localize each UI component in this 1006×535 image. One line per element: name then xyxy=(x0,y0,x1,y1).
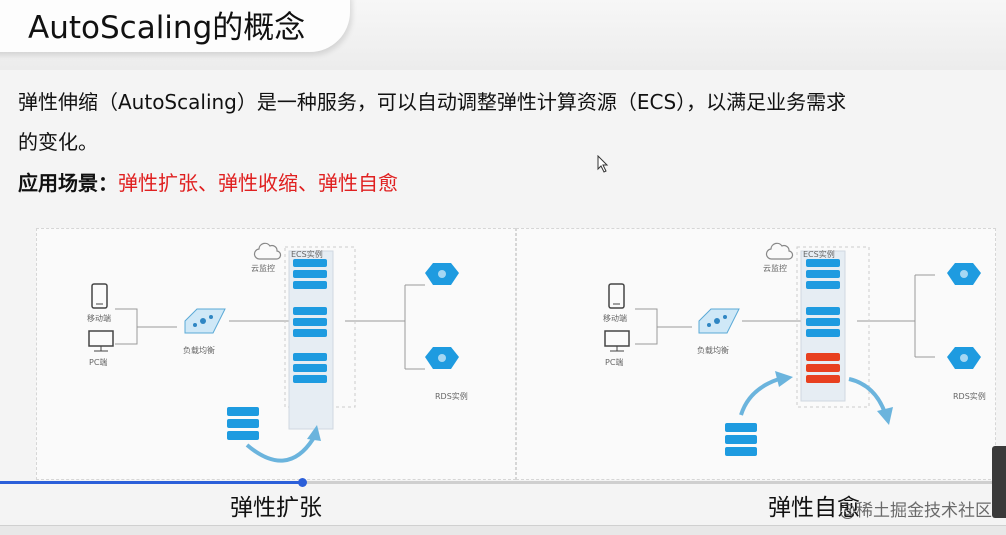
replacement-server-stack xyxy=(725,423,757,456)
scenario: 应用场景：弹性扩张、弹性收缩、弹性自愈 xyxy=(18,165,398,201)
scenario-value: 弹性扩张、弹性收缩、弹性自愈 xyxy=(118,171,398,195)
side-panel-tab[interactable] xyxy=(992,446,1006,518)
load-balancer-icon-2 xyxy=(698,308,740,334)
load-balancer-label: 负载均衡 xyxy=(183,346,215,355)
video-progress-fill xyxy=(0,481,302,484)
mobile-icon-2 xyxy=(608,283,625,309)
slide-title: AutoScaling的概念 xyxy=(28,10,306,46)
rds-label: RDS实例 xyxy=(435,392,468,401)
rds-icon-top xyxy=(425,263,459,285)
mobile-label: 移动端 xyxy=(87,314,111,323)
new-server-stack xyxy=(227,407,259,440)
cloud-monitor-label-2: 云监控 xyxy=(763,264,787,273)
mobile-label-2: 移动端 xyxy=(603,314,627,323)
description-line-2: 的变化。 xyxy=(18,130,98,154)
ecs-servers-2 xyxy=(806,259,840,337)
rds-label-2: RDS实例 xyxy=(953,392,986,401)
watermark: @稀土掘金技术社区 xyxy=(839,501,992,521)
cloud-monitor-icon-2 xyxy=(765,242,794,260)
scenario-label: 应用场景： xyxy=(18,171,118,195)
load-balancer-icon xyxy=(184,308,226,334)
pc-icon-2 xyxy=(604,330,630,352)
mobile-icon xyxy=(91,283,108,309)
rds-icon-bottom-2 xyxy=(947,347,981,369)
video-progress-bar[interactable] xyxy=(0,478,1006,487)
self-healing-diagram: 移动端 PC端 负载均衡 云监控 ECS实例 RDS实例 xyxy=(516,228,996,480)
title-bar: AutoScaling的概念 xyxy=(0,0,1006,70)
cloud-monitor-icon xyxy=(253,242,282,260)
load-balancer-label-2: 负载均衡 xyxy=(697,346,729,355)
caption-self-healing: 弹性自愈 xyxy=(768,495,860,521)
rds-icon-bottom xyxy=(425,347,459,369)
pc-label-2: PC端 xyxy=(605,358,624,367)
pc-label: PC端 xyxy=(89,358,108,367)
replace-in-arrow xyxy=(739,377,780,416)
failed-server xyxy=(806,353,840,383)
ecs-label: ECS实例 xyxy=(291,250,323,259)
caption-scale-out: 弹性扩张 xyxy=(230,495,322,521)
video-progress-handle[interactable] xyxy=(297,478,307,487)
description-line-1: 弹性伸缩（AutoScaling）是一种服务，可以自动调整弹性计算资源（ECS）… xyxy=(18,90,847,114)
scale-out-diagram: 移动端 PC端 负载均衡 云监控 ECS实例 RDS实例 xyxy=(36,228,516,480)
scale-out-arrow xyxy=(245,437,315,463)
title-accent xyxy=(0,0,350,52)
ecs-servers xyxy=(293,259,327,383)
pc-icon xyxy=(88,330,114,352)
rds-icon-top-2 xyxy=(947,263,981,285)
cloud-monitor-label: 云监控 xyxy=(251,264,275,273)
ecs-label-2: ECS实例 xyxy=(803,250,835,259)
player-toolbar xyxy=(0,525,1006,535)
remove-out-arrow xyxy=(848,377,887,414)
mouse-cursor-icon xyxy=(597,155,609,173)
